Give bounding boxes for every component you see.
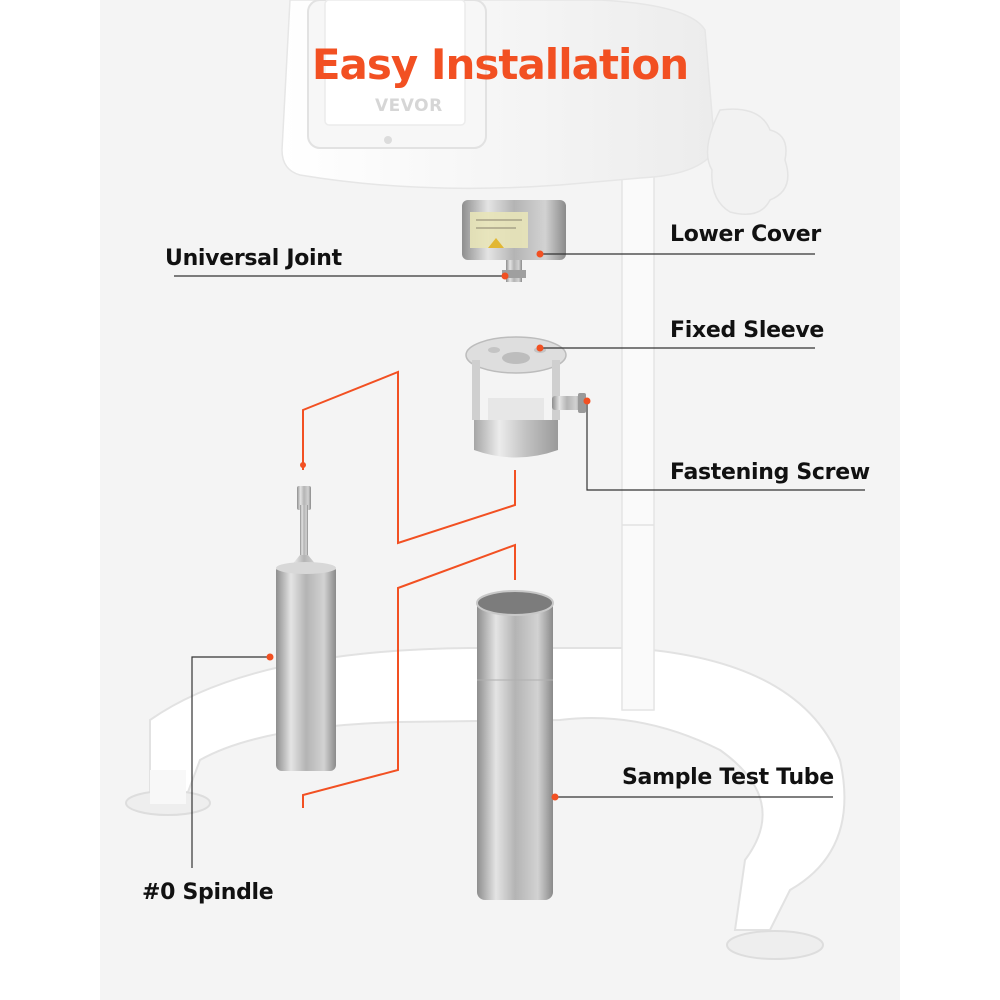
callout-dots <box>266 250 591 801</box>
sample-tube-part <box>476 590 554 900</box>
support-pole <box>621 149 655 711</box>
spindle-part <box>276 486 336 771</box>
label-universal-joint: Universal Joint <box>165 246 342 271</box>
label-spindle: #0 Spindle <box>142 880 274 905</box>
label-fixed-sleeve: Fixed Sleeve <box>670 318 824 343</box>
viscometer-body <box>281 0 789 215</box>
label-fastening-screw: Fastening Screw <box>670 460 870 485</box>
callout-lines <box>174 253 865 868</box>
brand-logo: VEVOR <box>375 96 443 116</box>
lower-cover-part <box>462 200 566 282</box>
label-lower-cover: Lower Cover <box>670 222 821 247</box>
label-sample-test-tube: Sample Test Tube <box>622 765 834 790</box>
page-title: Easy Installation <box>311 40 689 89</box>
fixed-sleeve-part <box>465 336 586 458</box>
assembly-guide-lines <box>302 370 516 808</box>
